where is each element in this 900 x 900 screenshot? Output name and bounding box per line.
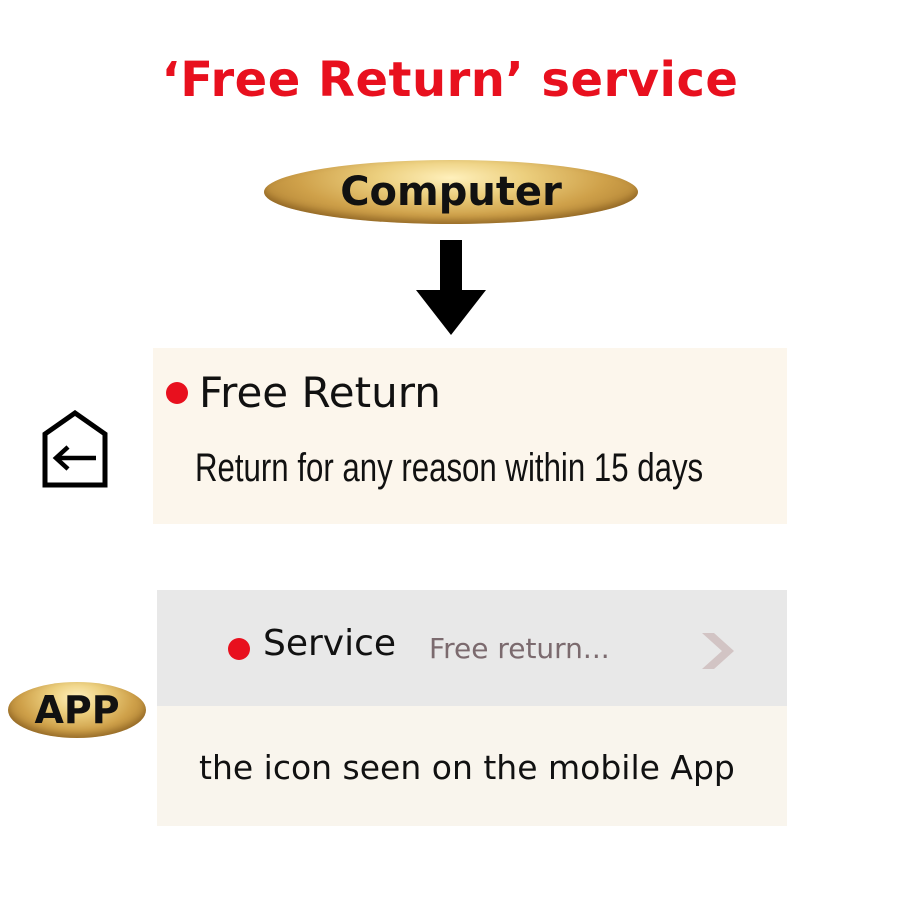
computer-badge: Computer: [264, 160, 638, 224]
return-home-icon: [42, 410, 108, 488]
red-dot-icon: [166, 382, 188, 404]
red-dot-icon: [228, 638, 250, 660]
page-title: ‘Free Return’ service: [161, 52, 739, 108]
app-badge-label: APP: [34, 688, 120, 732]
service-row[interactable]: Service Free return...: [157, 590, 787, 706]
app-caption-panel: the icon seen on the mobile App: [157, 706, 787, 826]
app-badge: APP: [8, 682, 146, 738]
free-return-heading: Free Return: [199, 368, 441, 417]
service-value: Free return...: [429, 632, 610, 665]
app-caption: the icon seen on the mobile App: [199, 748, 735, 787]
service-label: Service: [263, 623, 397, 664]
free-return-description: Return for any reason within 15 days: [195, 446, 704, 490]
down-arrow-icon: [416, 240, 486, 335]
computer-badge-label: Computer: [340, 169, 562, 215]
free-return-panel: Free Return Return for any reason within…: [153, 348, 787, 524]
chevron-right-icon[interactable]: [702, 633, 736, 669]
